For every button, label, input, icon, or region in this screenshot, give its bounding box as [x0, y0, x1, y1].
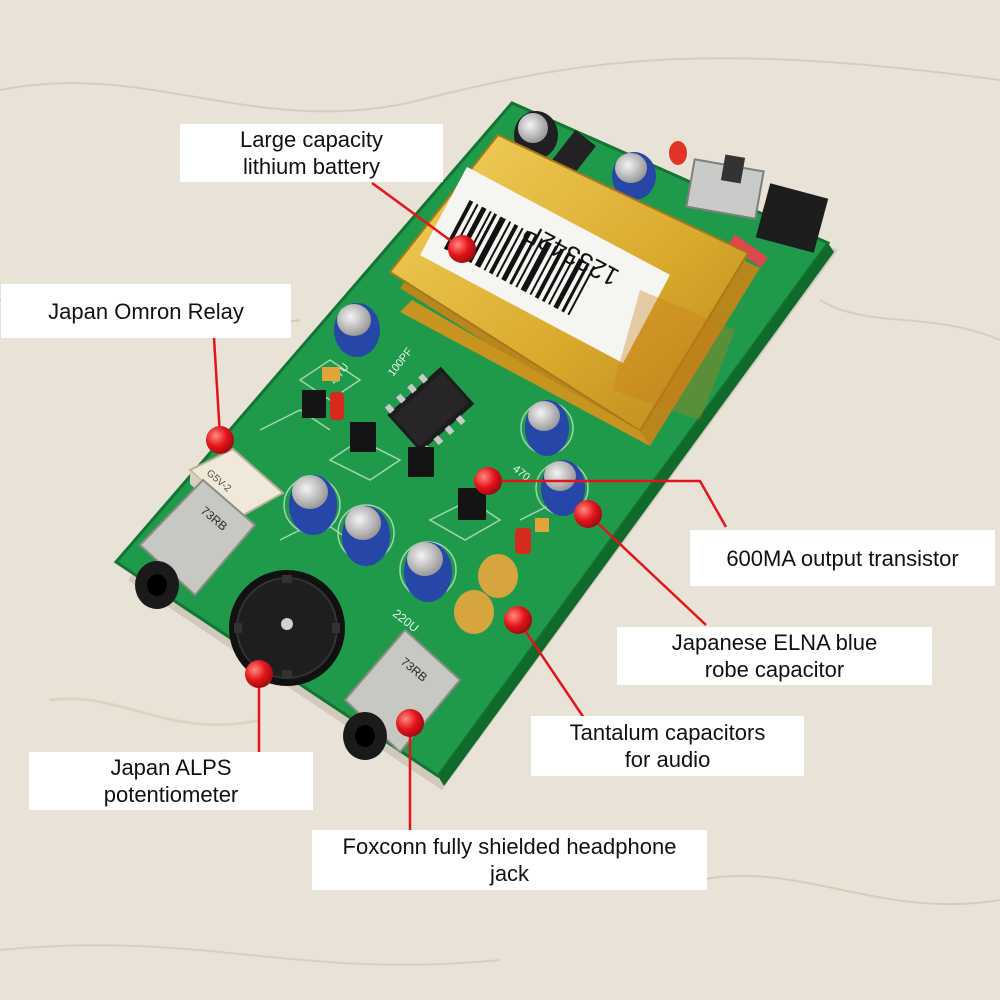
- ic-and-transistors: [302, 366, 549, 554]
- callout-jack: Foxconn fully shielded headphone jack: [312, 830, 707, 890]
- callout-jack-line-2: jack: [489, 861, 530, 886]
- capacitor-elna-1: [525, 400, 569, 456]
- marker-battery: [448, 235, 476, 263]
- headphone-jack-right: 73RB: [343, 628, 462, 760]
- callout-relay: Japan Omron Relay: [1, 284, 291, 338]
- callout-battery-line-1: Large capacity: [239, 127, 384, 152]
- capacitor-2: [342, 506, 390, 566]
- callout-jack-line-1: Foxconn fully shielded headphone: [342, 834, 677, 859]
- markers: [206, 235, 602, 737]
- leader-tantalum: [516, 619, 586, 719]
- leader-transistor: [488, 479, 728, 528]
- callout-alps-line-1: Japan ALPS: [110, 755, 232, 780]
- callout-alps-line-2: potentiometer: [103, 782, 239, 807]
- alps-potentiometer: [229, 570, 345, 686]
- callout-elna: Japanese ELNA blue robe capacitor: [617, 627, 932, 685]
- leader-elna: [587, 513, 707, 626]
- callout-tantalum: Tantalum capacitors for audio: [531, 716, 804, 776]
- marker-elna: [574, 500, 602, 528]
- top-components: [514, 111, 829, 268]
- electrolytic-capacitors: [289, 303, 585, 602]
- callout-battery: Large capacity lithium battery: [180, 124, 443, 182]
- callout-elna-line-2: robe capacitor: [704, 657, 845, 682]
- callout-tantalum-line-2: for audio: [624, 747, 711, 772]
- capacitor-top: [612, 152, 656, 200]
- headphone-jack-left: 73RB: [135, 478, 257, 609]
- capacitor-elna-2: [541, 460, 585, 516]
- marker-relay: [206, 426, 234, 454]
- callout-elna-line-1: Japanese ELNA blue: [671, 630, 878, 655]
- lithium-battery: 123342P: [388, 133, 760, 446]
- tantalum-capacitors: [454, 554, 518, 634]
- leader-lines: [212, 181, 728, 832]
- callout-transistor-line-1: 600MA output transistor: [726, 545, 959, 571]
- callout-alps: Japan ALPS potentiometer: [29, 752, 313, 810]
- callout-relay-line-1: Japan Omron Relay: [48, 298, 244, 324]
- callout-tantalum-line-1: Tantalum capacitors: [569, 720, 766, 745]
- leader-battery: [371, 181, 459, 248]
- marker-tantalum: [504, 606, 532, 634]
- capacitor-3: [404, 542, 452, 602]
- capacitor-1: [289, 475, 337, 535]
- capacitor-left-top: [334, 303, 380, 357]
- callout-transistor: 600MA output transistor: [690, 530, 995, 586]
- marker-alps: [245, 660, 273, 688]
- marker-transistor: [474, 467, 502, 495]
- callout-battery-line-2: lithium battery: [243, 154, 380, 179]
- marker-jack: [396, 709, 424, 737]
- leader-relay: [212, 337, 222, 437]
